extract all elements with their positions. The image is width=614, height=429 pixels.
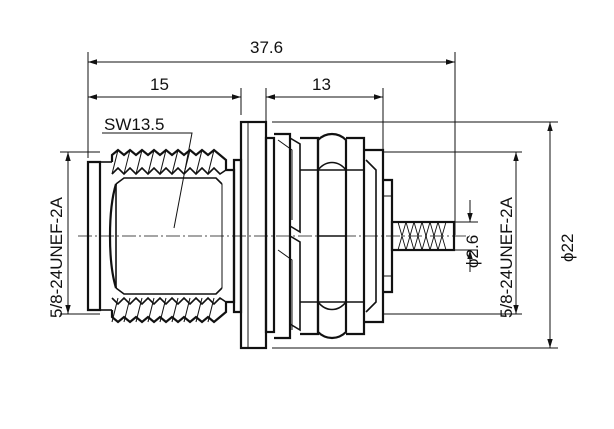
front-length-label: 15 [150,75,169,94]
front-socket [86,148,243,324]
flange-diameter-label: ϕ22 [558,234,577,262]
flange [239,120,268,350]
overall-length-label: 37.6 [250,38,283,57]
extension-lines [60,52,558,349]
front-thread-label: 5/8-24UNEF-2A [47,196,66,318]
dimension-lines [65,59,553,348]
rear-length-label: 13 [312,75,331,94]
lock-washer [264,132,301,340]
contact-pin [390,220,456,252]
hex-nut [300,132,366,340]
wrench-size-label: SW13.5 [104,115,164,134]
pin-diameter-label: ϕ2.6 [463,235,482,268]
rear-thread-label: 5/8-24UNEF-2A [497,196,516,318]
